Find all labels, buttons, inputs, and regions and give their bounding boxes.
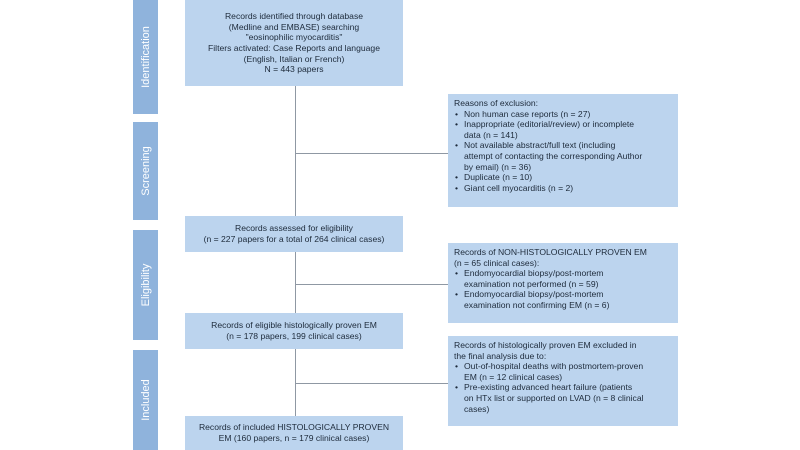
eligible-histologically-proven-box: Records of eligible histologically prove…: [185, 313, 403, 349]
exclusion-item: Inappropriate (editorial/review) or inco…: [455, 119, 672, 140]
identification-line: Records identified through database: [224, 11, 364, 22]
stage-screening-label: Screening: [139, 146, 152, 196]
connector-main-2: [295, 252, 296, 313]
stage-screening: Screening: [133, 122, 158, 220]
connector-exclusion: [295, 153, 448, 154]
stage-identification: Identification: [133, 0, 158, 114]
connector-main-3: [295, 349, 296, 416]
eligibility-assessed-box: Records assessed for eligibility (n = 22…: [185, 216, 403, 252]
identification-line: (English, Italian or French): [243, 53, 345, 64]
included-line: EM (160 papers, n = 179 clinical cases): [218, 433, 370, 443]
stage-included: Included: [133, 350, 158, 450]
non-histo-heading: (n = 65 clinical cases):: [454, 257, 540, 268]
stage-eligibility: Eligibility: [133, 230, 158, 340]
connector-main-1: [295, 86, 296, 216]
eligible-line: Records of eligible histologically prove…: [211, 320, 377, 331]
excluded-final-item: Out-of-hospital deaths with postmortem-p…: [455, 361, 672, 382]
exclusion-heading: Reasons of exclusion:: [454, 98, 539, 108]
non-histologically-proven-box: Records of NON-HISTOLOGICALLY PROVEN EM …: [448, 243, 678, 323]
included-line: Records of included HISTOLOGICALLY PROVE…: [198, 422, 390, 433]
exclusion-item: Giant cell myocarditis (n = 2): [455, 183, 672, 194]
exclusion-item: Duplicate (n = 10): [455, 172, 672, 183]
identification-box: Records identified through database (Med…: [185, 0, 403, 86]
excluded-final-heading: Records of histologically proven EM excl…: [454, 340, 637, 350]
identification-line: Filters activated: Case Reports and lang…: [208, 43, 380, 53]
excluded-final-item: Pre-existing advanced heart failure (pat…: [455, 382, 672, 414]
identification-line: (Medline and EMBASE) searching: [228, 21, 360, 32]
identification-line: "eosinophilic myocarditis": [245, 32, 343, 43]
exclusion-reasons-box: Reasons of exclusion: Non human case rep…: [448, 94, 678, 207]
eligibility-line: (n = 227 papers for a total of 264 clini…: [203, 234, 385, 244]
connector-excluded-final: [295, 383, 448, 384]
connector-non-histo: [295, 284, 448, 285]
identification-line: N = 443 papers: [264, 64, 324, 75]
eligibility-line: Records assessed for eligibility: [235, 223, 353, 234]
stage-identification-label: Identification: [139, 26, 152, 88]
eligible-line: (n = 178 papers, 199 clinical cases): [226, 331, 362, 341]
included-box: Records of included HISTOLOGICALLY PROVE…: [185, 416, 403, 450]
exclusion-item: Non human case reports (n = 27): [455, 109, 672, 120]
non-histo-item: Endomyocardial biopsy/post-mortem examin…: [455, 289, 672, 310]
non-histo-item: Endomyocardial biopsy/post-mortem examin…: [455, 268, 672, 289]
excluded-final-heading: the final analysis due to:: [454, 350, 547, 361]
non-histo-heading: Records of NON-HISTOLOGICALLY PROVEN EM: [454, 247, 647, 257]
exclusion-item: Not available abstract/full text (includ…: [455, 140, 672, 172]
stage-included-label: Included: [139, 379, 152, 421]
stage-eligibility-label: Eligibility: [139, 263, 152, 307]
excluded-final-analysis-box: Records of histologically proven EM excl…: [448, 336, 678, 426]
